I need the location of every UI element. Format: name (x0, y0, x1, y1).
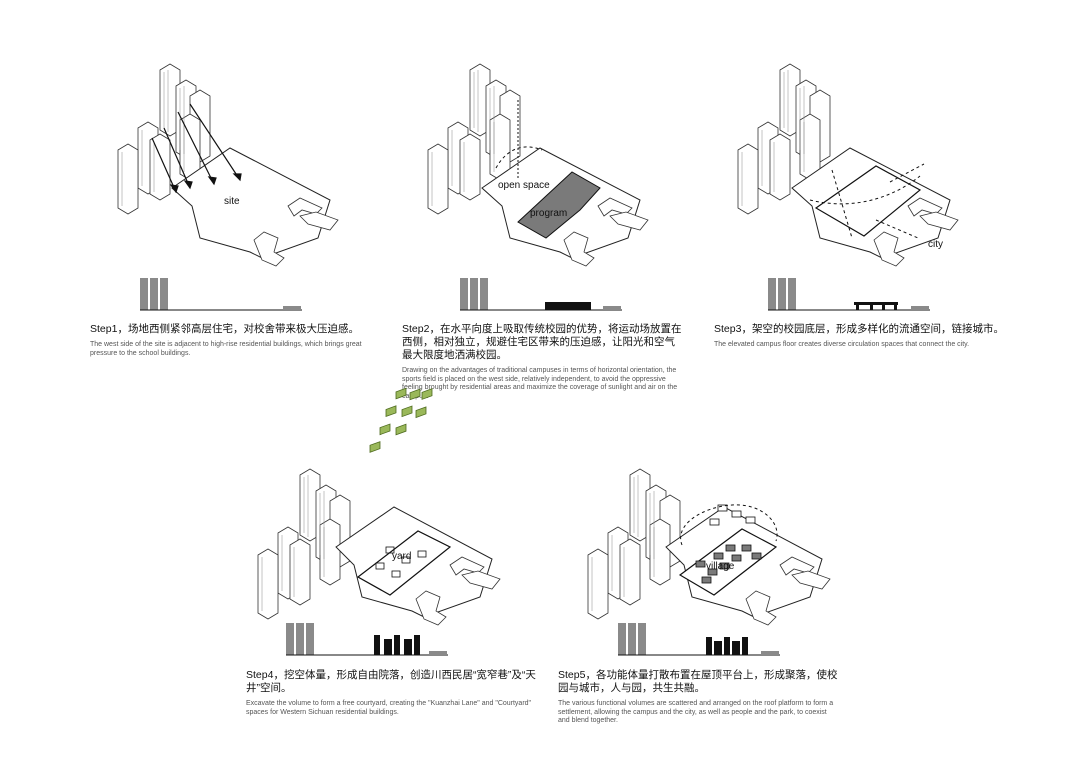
step-2: open space program Step2，在水平向度上吸取传统校园的优势… (310, 0, 690, 400)
step-3-title: Step3，架空的校园底层，形成多样化的流通空间，链接城市。 (714, 323, 1004, 335)
step-3-description: The elevated campus floor creates divers… (714, 341, 970, 348)
village-dashed (680, 504, 778, 546)
step-5-description: The various functional volumes are scatt… (558, 700, 834, 725)
step-1: site Step1，场地西侧紧邻高层住宅，对校舍带来极大压迫感。 The we… (0, 0, 362, 380)
step-4-description: Excavate the volume to form a free court… (246, 700, 532, 716)
label-site: site (224, 196, 240, 207)
voids (375, 546, 427, 578)
circulation-arrows (809, 163, 925, 239)
label-program: program (530, 208, 567, 219)
pressure-arrows (151, 103, 242, 194)
step-1-title: Step1，场地西侧紧邻高层住宅，对校舍带来极大压迫感。 (90, 323, 359, 335)
step-4: yard Step4，挖空体量，形成自由院落，创造川西民居“宽窄巷”及“天井”空… (140, 387, 560, 764)
program-block (517, 171, 601, 239)
step-5-title: Step5，各功能体量打散布置在屋顶平台上，形成聚落，使校园与城市，人与园，共生… (558, 669, 838, 694)
section-strip (618, 623, 780, 656)
step-3: city Step3，架空的校园底层，形成多样化的流通空间，链接城市。 The … (620, 0, 1040, 380)
open-space-dashed (495, 146, 543, 169)
green-volumes (369, 387, 433, 453)
step-5: village Step5，各功能体量打散布置在屋顶平台上，形成聚落，使校园与城… (470, 395, 890, 764)
label-open-space: open space (498, 180, 550, 191)
step-4-title: Step4，挖空体量，形成自由院落，创造川西民居“宽窄巷”及“天井”空间。 (246, 669, 536, 694)
floating-volumes (709, 504, 756, 526)
label-yard: yard (392, 551, 411, 562)
step-1-diagram: site (117, 63, 339, 311)
step-2-diagram: open space program (427, 63, 649, 311)
village-volumes (695, 544, 762, 584)
label-village: village (706, 561, 735, 572)
label-city: city (928, 239, 943, 250)
step-3-diagram: city (737, 63, 959, 311)
section-strip (768, 278, 930, 311)
step-5-diagram: village (587, 468, 831, 656)
section-strip (286, 623, 448, 656)
step-2-title: Step2，在水平向度上吸取传统校园的优势，将运动场放置在西侧，相对独立，规避住… (402, 323, 682, 361)
elevated-floor (814, 165, 922, 237)
step-1-description: The west side of the site is adjacent to… (90, 341, 362, 357)
section-strip (460, 278, 622, 311)
step-4-diagram: yard (257, 387, 501, 656)
section-strip (140, 278, 302, 311)
